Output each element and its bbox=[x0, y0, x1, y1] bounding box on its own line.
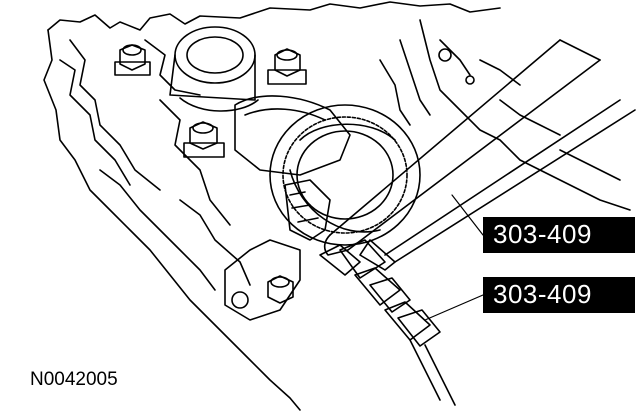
callout-leaders bbox=[424, 194, 484, 321]
camshaft-journal bbox=[169, 26, 259, 112]
tool-extension-bar bbox=[319, 239, 456, 406]
bolt-3 bbox=[183, 121, 225, 158]
bearing-cap bbox=[224, 95, 351, 321]
vct-sprocket bbox=[269, 104, 421, 246]
callout-tool-303-409-lower: 303-409 bbox=[483, 277, 635, 313]
callout-tool-303-409-upper: 303-409 bbox=[483, 217, 635, 253]
cam-holding-tool bbox=[284, 179, 331, 241]
timing-housing bbox=[379, 19, 631, 211]
bolt-1 bbox=[114, 44, 151, 76]
bolt-4 bbox=[267, 275, 294, 304]
holding-wrench bbox=[323, 39, 636, 271]
bolt-2 bbox=[267, 48, 307, 85]
figure-id: N0042005 bbox=[30, 369, 118, 390]
